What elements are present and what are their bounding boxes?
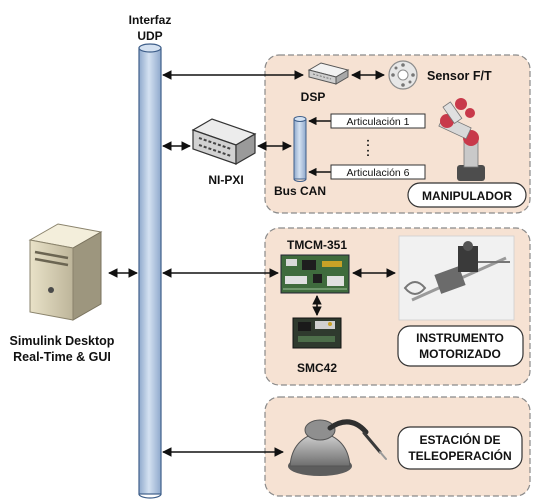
smc42-board-icon bbox=[292, 317, 342, 349]
pc-label-line1: Simulink Desktop bbox=[10, 334, 115, 348]
can-bus-cylinder bbox=[293, 116, 307, 182]
bus-title-line2: UDP bbox=[137, 29, 162, 43]
joint-ellipsis-2: : bbox=[366, 145, 370, 159]
sensor-label: Sensor F/T bbox=[427, 69, 492, 83]
dsp-label: DSP bbox=[301, 90, 326, 104]
haptic-device-icon bbox=[288, 419, 387, 476]
station-badge-line1: ESTACIÓN DE bbox=[419, 432, 500, 447]
ni-pxi-icon bbox=[191, 118, 257, 166]
bus-title-line1: Interfaz bbox=[129, 13, 172, 27]
tmcm-label: TMCM-351 bbox=[287, 238, 347, 252]
station-badge bbox=[397, 426, 523, 470]
udp-bus-cylinder bbox=[138, 43, 162, 499]
manipulator-badge-label: MANIPULADOR bbox=[422, 189, 512, 203]
smc42-label: SMC42 bbox=[297, 361, 337, 375]
dsp-icon bbox=[307, 62, 350, 85]
joint-6-label: Articulación 6 bbox=[346, 167, 409, 179]
joint-1-label: Articulación 1 bbox=[346, 116, 409, 128]
tmcm-board-icon bbox=[280, 254, 350, 294]
instrument-badge-line1: INSTRUMENTO bbox=[416, 331, 504, 345]
joint-1-box bbox=[330, 113, 426, 129]
robot-arm-icon bbox=[438, 98, 485, 181]
joint-6-box bbox=[330, 164, 426, 180]
can-bus-label: Bus CAN bbox=[274, 184, 326, 198]
computer-tower-icon bbox=[28, 223, 103, 321]
station-badge-line2: TELEOPERACIÓN bbox=[408, 448, 511, 463]
instrument-badge bbox=[397, 325, 524, 367]
force-torque-sensor-icon bbox=[388, 60, 418, 90]
joint-ellipsis-1: : bbox=[366, 135, 370, 149]
manipulator-badge bbox=[407, 182, 527, 208]
ni-pxi-label: NI-PXI bbox=[208, 173, 243, 187]
motorized-instrument-photo bbox=[398, 235, 515, 321]
pc-label-line2: Real-Time & GUI bbox=[13, 350, 111, 364]
instrument-badge-line2: MOTORIZADO bbox=[419, 347, 501, 361]
